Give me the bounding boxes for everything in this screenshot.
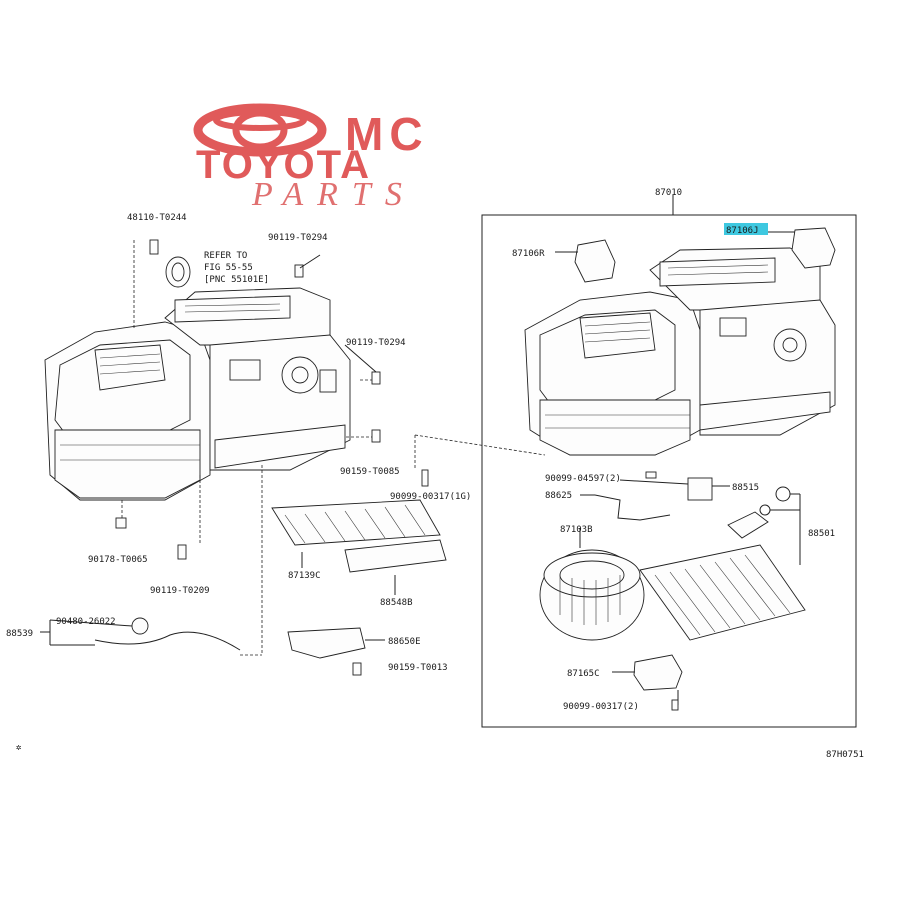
servo-motor-part bbox=[287, 627, 366, 659]
label-87106j: 87106J bbox=[726, 226, 759, 236]
expansion-valve-part bbox=[687, 477, 713, 501]
label-88515: 88515 bbox=[732, 483, 759, 493]
label-90159-b: 90159-T0013 bbox=[388, 663, 448, 673]
blower-fan-part bbox=[539, 549, 645, 641]
label-refer-1: REFER TO bbox=[204, 251, 247, 261]
label-figure-code: 87H0751 bbox=[826, 750, 864, 760]
label-88650: 88650E bbox=[388, 637, 421, 647]
logo-toyota-text: TOYOTA bbox=[196, 143, 371, 187]
label-90099-b: 90099-04597(2) bbox=[545, 474, 621, 484]
label-90099-a: 90099-00317(1G) bbox=[390, 492, 471, 502]
label-refer-3: [PNC 55101E] bbox=[204, 275, 269, 285]
label-87139: 87139C bbox=[288, 571, 321, 581]
oring-part bbox=[775, 486, 791, 502]
omc-toyota-parts-logo: MC TOYOTA PARTS bbox=[193, 103, 429, 213]
label-90119-b: 90119-T0294 bbox=[346, 338, 406, 348]
part-87106j bbox=[791, 227, 836, 269]
callout-labels: 87010 87106J 87106R 90119-T0294 90119-T0… bbox=[6, 188, 864, 760]
label-88548: 88548B bbox=[380, 598, 413, 608]
filter-cover-part bbox=[344, 539, 447, 573]
leader-lines bbox=[121, 240, 546, 656]
blower-resistor-part bbox=[633, 654, 683, 691]
toyota-emblem-icon bbox=[193, 103, 327, 157]
label-90119-a: 90119-T0294 bbox=[268, 233, 328, 243]
label-87106r: 87106R bbox=[512, 249, 545, 259]
label-90099-c: 90099-00317(2) bbox=[563, 702, 639, 712]
label-87010: 87010 bbox=[655, 188, 682, 198]
left-hvac-housing bbox=[44, 287, 351, 501]
label-48110: 48110-T0244 bbox=[127, 213, 187, 223]
label-87165: 87165C bbox=[567, 669, 600, 679]
label-90159-a: 90159-T0085 bbox=[340, 467, 400, 477]
label-90178: 90178-T0065 bbox=[88, 555, 148, 565]
logo-parts-text: PARTS bbox=[251, 176, 416, 213]
assembly-87010-box bbox=[481, 214, 857, 728]
label-87103: 87103B bbox=[560, 525, 593, 535]
label-88501: 88501 bbox=[808, 529, 835, 539]
air-filter-part bbox=[271, 499, 441, 546]
right-hvac-housing bbox=[524, 247, 836, 456]
label-90480: 90480-26022 bbox=[56, 617, 116, 627]
part-87106r bbox=[574, 239, 616, 283]
label-90119-c: 90119-T0209 bbox=[150, 586, 210, 596]
highlight-87106j bbox=[724, 223, 768, 235]
screws bbox=[115, 239, 679, 711]
label-corner-mark: ✲ bbox=[16, 743, 21, 753]
drain-hose-part bbox=[94, 631, 241, 651]
logo-mc-text: MC bbox=[345, 108, 429, 160]
label-88625: 88625 bbox=[545, 491, 572, 501]
evaporator-core-part bbox=[639, 511, 806, 641]
thermistor-wire bbox=[594, 494, 671, 521]
label-refer-2: FIG 55-55 bbox=[204, 263, 253, 273]
label-88539: 88539 bbox=[6, 629, 33, 639]
